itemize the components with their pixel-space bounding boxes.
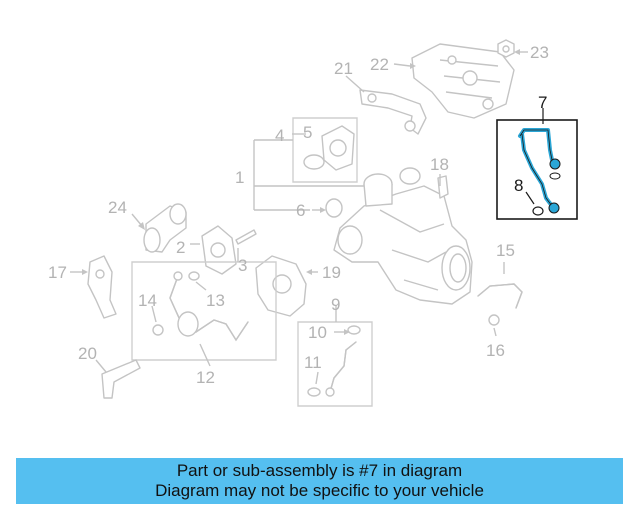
callout-3[interactable]: 3 — [238, 256, 247, 275]
callout-1[interactable]: 1 — [235, 168, 244, 187]
callout-6[interactable]: 6 — [296, 201, 305, 220]
highlight-box-7 — [496, 119, 578, 220]
part-24-intake-hose[interactable] — [143, 203, 187, 253]
part-10-washer[interactable] — [347, 325, 361, 335]
part-6-seal[interactable] — [325, 198, 343, 218]
part-2-gasket[interactable] — [201, 225, 237, 275]
part-17-bracket[interactable] — [87, 255, 117, 319]
callout-5[interactable]: 5 — [303, 123, 312, 142]
part-3-stud[interactable] — [235, 229, 257, 245]
part-13-seal[interactable] — [188, 271, 200, 281]
group-box-12 — [131, 261, 277, 361]
part-15-pipe[interactable] — [477, 283, 523, 309]
info-banner: Part or sub-assembly is #7 in diagram Di… — [16, 458, 623, 504]
turbocharger-assembly[interactable] — [333, 167, 473, 305]
callout-11[interactable]: 11 — [304, 353, 322, 372]
callout-14[interactable]: 14 — [138, 291, 157, 310]
part-21-bracket[interactable] — [359, 89, 427, 135]
part-12-coolant-pipe[interactable] — [169, 271, 249, 342]
part-19-cover[interactable] — [255, 255, 307, 317]
banner-part-line: Part or sub-assembly is #7 in diagram — [176, 461, 463, 480]
group-box-4 — [292, 117, 358, 183]
part-9-pipe[interactable] — [325, 341, 357, 397]
callout-12[interactable]: 12 — [196, 368, 215, 387]
parts-diagram: 1 2 3 4 5 6 7 8 9 10 11 12 13 14 15 16 1… — [48, 39, 578, 407]
callout-15[interactable]: 15 — [496, 241, 515, 260]
callout-13[interactable]: 13 — [206, 291, 225, 310]
callout-10[interactable]: 10 — [308, 323, 327, 342]
part-23-nut[interactable] — [497, 39, 515, 58]
callout-2[interactable]: 2 — [176, 238, 185, 257]
callout-22[interactable]: 22 — [370, 55, 389, 74]
part-20-bracket[interactable] — [101, 359, 141, 399]
part-14-washer[interactable] — [152, 324, 164, 336]
part-8-washer[interactable] — [532, 206, 544, 216]
part-5-flange[interactable] — [303, 125, 355, 171]
part-7-oil-feed-pipe[interactable] — [518, 128, 561, 214]
banner-disclaimer-line: Diagram may not be specific to your vehi… — [155, 481, 484, 500]
callout-23[interactable]: 23 — [530, 43, 549, 62]
callout-24[interactable]: 24 — [108, 198, 127, 217]
part-22-heat-shield[interactable] — [411, 43, 515, 119]
callout-18[interactable]: 18 — [430, 155, 449, 174]
callout-17[interactable]: 17 — [48, 263, 67, 282]
part-16-washer[interactable] — [488, 314, 500, 326]
leader-lines — [70, 49, 528, 385]
callout-21[interactable]: 21 — [334, 59, 353, 78]
callout-16[interactable]: 16 — [486, 341, 505, 360]
group-box-9 — [297, 321, 373, 407]
part-11-washer[interactable] — [307, 387, 321, 397]
callout-8[interactable]: 8 — [514, 176, 523, 195]
callout-19[interactable]: 19 — [322, 263, 341, 282]
callout-4[interactable]: 4 — [275, 126, 284, 145]
callout-7[interactable]: 7 — [538, 93, 547, 112]
callout-9[interactable]: 9 — [331, 295, 340, 314]
callout-20[interactable]: 20 — [78, 344, 97, 363]
